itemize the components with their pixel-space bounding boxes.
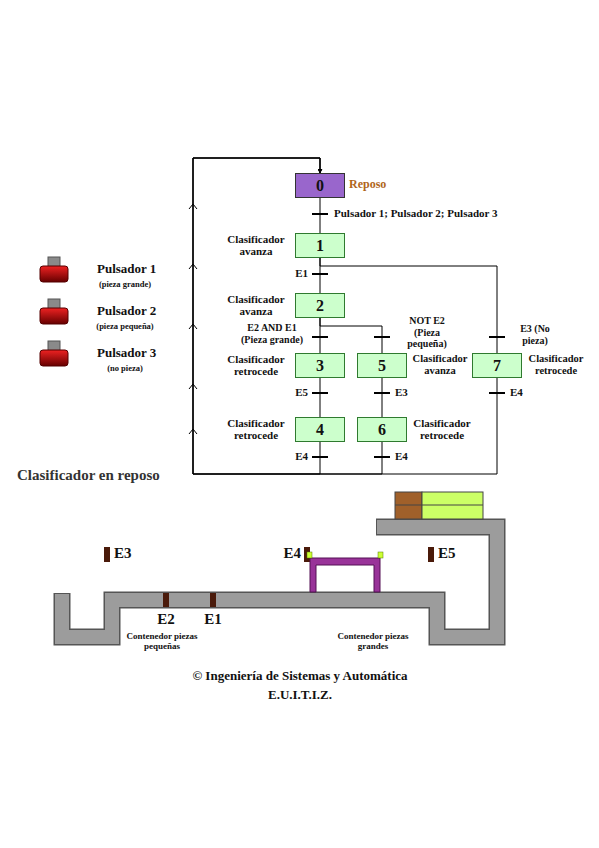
transition-bar <box>374 456 390 458</box>
sorter-carriage <box>307 552 312 558</box>
step-box: 7Clasificador retrocede <box>472 353 522 378</box>
transition-condition: E2 AND E1 (Pieza grande) <box>235 322 309 345</box>
push-button <box>40 257 68 366</box>
flow-arrow <box>189 264 197 269</box>
state-caption: Clasificador en reposo <box>17 467 160 484</box>
transition-bar <box>489 336 505 338</box>
step-number: 5 <box>358 354 406 377</box>
action-label: Clasificador avanza <box>223 293 289 317</box>
sorter-carriage <box>307 552 383 592</box>
container-label: Contenedor piezas grandes <box>335 631 411 652</box>
flow-line <box>320 258 497 353</box>
action-label: Clasificador retrocede <box>223 417 289 441</box>
flow-arrow <box>189 204 197 209</box>
sensor <box>104 547 110 562</box>
transition-condition: E1 <box>294 267 309 280</box>
transition-condition: Pulsador 1; Pulsador 2; Pulsador 3 <box>333 207 499 220</box>
flow-arrow <box>189 324 197 329</box>
transition-condition: E5 <box>294 386 309 399</box>
conveyor-channel <box>62 527 497 637</box>
step-number: 7 <box>473 354 521 377</box>
conveyor-channel <box>62 527 497 637</box>
sorter-carriage <box>378 552 383 558</box>
flow-line <box>382 378 383 417</box>
flow-line <box>320 198 321 233</box>
sensor-label: E1 <box>204 611 222 628</box>
button-label: Pulsador 1 <box>97 262 156 277</box>
action-label: Clasificador avanza <box>411 353 469 376</box>
transition-bar <box>312 336 328 338</box>
flow-arrow <box>189 204 197 434</box>
workpiece <box>395 492 483 519</box>
sensor-label: E5 <box>438 545 456 562</box>
transition-bar <box>312 392 328 394</box>
sorter-carriage <box>310 558 380 592</box>
button-label: Pulsador 2 <box>97 304 156 319</box>
step-number: 6 <box>358 418 406 441</box>
flow-line <box>193 158 382 474</box>
transition-condition: E4 <box>509 386 524 399</box>
button-note: (pieza pequeña) <box>96 322 153 332</box>
transition-condition: E4 <box>294 450 309 463</box>
sensor-label: E2 <box>157 611 175 628</box>
step-box: 0Reposo <box>295 173 345 198</box>
step-number: 3 <box>296 354 344 377</box>
sensor-label: E3 <box>114 545 132 562</box>
button-note: (no pieza) <box>107 364 143 374</box>
transition-condition: NOT E2 (Pieza pequeña) <box>396 315 458 350</box>
institution-label: E.U.I.T.I.Z. <box>268 688 332 703</box>
transition-bar <box>374 392 390 394</box>
flow-line <box>320 378 321 417</box>
sensor <box>428 547 434 562</box>
transition-condition: E3 (No pieza) <box>508 323 562 346</box>
transition-bar <box>489 392 505 394</box>
connector-layer <box>193 158 497 474</box>
workpiece <box>422 492 483 519</box>
flow-arrow <box>189 384 197 389</box>
step-box: 2Clasificador avanza <box>295 293 345 318</box>
workpiece <box>422 505 483 506</box>
action-label: Clasificador avanza <box>223 233 289 257</box>
transition-bar <box>374 336 390 338</box>
push-button <box>40 266 68 282</box>
step-box: 5Clasificador avanza <box>357 353 407 378</box>
transition-condition: E4 <box>394 450 409 463</box>
step-number: 2 <box>296 294 344 317</box>
container-label: Contenedor piezas pequeñas <box>124 631 200 652</box>
transition-bar <box>312 213 328 215</box>
transition-bar <box>312 456 328 458</box>
push-button <box>40 350 68 366</box>
flow-line <box>320 318 382 353</box>
sensor-label: E4 <box>283 545 301 562</box>
sensor <box>210 593 216 607</box>
step-number: 0 <box>296 174 344 197</box>
step-box: 4Clasificador retrocede <box>295 417 345 442</box>
button-note: (pieza grande) <box>99 280 151 290</box>
workpiece <box>395 492 422 519</box>
button-label: Pulsador 3 <box>97 346 156 361</box>
flow-line <box>193 158 497 474</box>
action-label: Clasificador retrocede <box>411 417 473 441</box>
step-number: 4 <box>296 418 344 441</box>
transition-bar <box>312 273 328 275</box>
step-box: 3Clasificador retrocede <box>295 353 345 378</box>
transition-condition: E3 <box>394 386 409 399</box>
action-label: Reposo <box>349 178 386 191</box>
step-box: 6Clasificador retrocede <box>357 417 407 442</box>
step-number: 1 <box>296 234 344 257</box>
workpiece <box>395 505 422 506</box>
flow-arrow <box>189 429 197 434</box>
sensor <box>104 547 434 607</box>
action-label: Clasificador retrocede <box>526 353 586 376</box>
sensor <box>163 593 169 607</box>
conveyor-channel <box>62 527 497 637</box>
step-box: 1Clasificador avanza <box>295 233 345 258</box>
copyright-note: © Ingeniería de Sistemas y Automática <box>192 669 407 684</box>
action-label: Clasificador retrocede <box>223 353 289 377</box>
push-button <box>40 308 68 324</box>
